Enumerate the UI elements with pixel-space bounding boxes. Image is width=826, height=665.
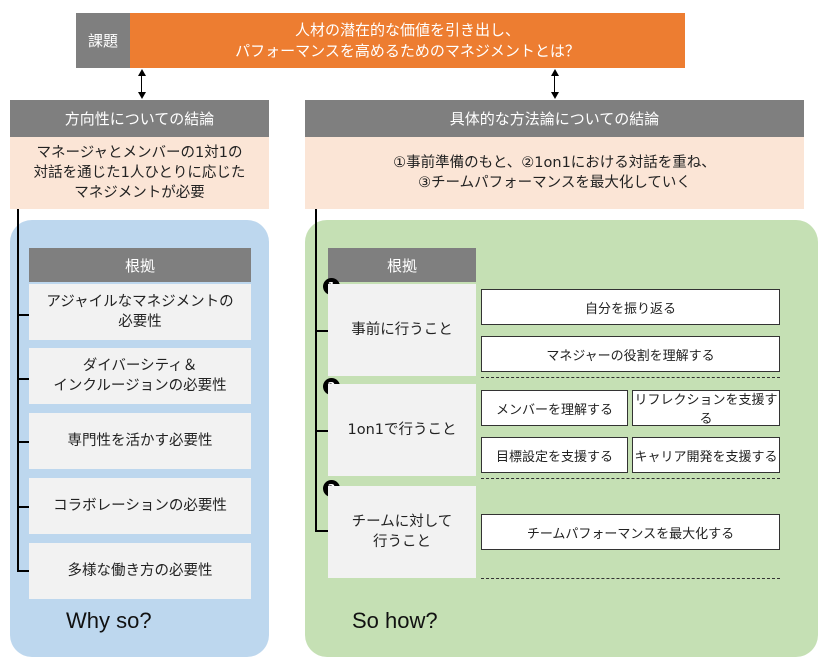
method-conclusion-header: 具体的な方法論についての結論 — [305, 100, 804, 137]
action-support-goal-setting: 目標設定を支援する — [481, 437, 628, 473]
group-1on1-label: 1on1で行うこと — [328, 384, 476, 476]
divider-1 — [481, 377, 780, 378]
action-support-career: キャリア開発を支援する — [632, 437, 780, 473]
action-support-reflection: リフレクションを支援する — [632, 390, 780, 427]
why-evidence-header: 根拠 — [29, 248, 251, 282]
how-evidence-header: 根拠 — [328, 248, 476, 282]
reason-agile: アジャイルなマネジメントの 必要性 — [29, 284, 251, 340]
issue-label: 課題 — [76, 13, 130, 68]
method-conclusion-text: ①事前準備のもと、②1on1における対話を重ね、 ③チームパフォーマンスを最大化… — [305, 137, 804, 209]
so-how-label: So how? — [352, 608, 438, 633]
reason-collaboration: コラボレーションの必要性 — [29, 478, 251, 534]
why-so-label: Why so? — [66, 608, 152, 633]
issue-text: 人材の潜在的な価値を引き出し、 パフォーマンスを高めるためのマネジメントとは？ — [130, 13, 685, 68]
group-before-label: 事前に行うこと — [328, 284, 476, 376]
direction-conclusion-text: マネージャとメンバーの1対1の 対話を通じた1人ひとりに応じた マネジメントが必… — [10, 137, 269, 209]
group-team-label: チームに対して 行うこと — [328, 486, 476, 578]
reason-expertise: 専門性を活かす必要性 — [29, 413, 251, 469]
direction-conclusion-header: 方向性についての結論 — [10, 100, 269, 137]
action-maximize-team: チームパフォーマンスを最大化する — [481, 514, 780, 550]
action-understand-member: メンバーを理解する — [481, 390, 628, 426]
divider-3 — [481, 578, 780, 579]
action-understand-role: マネジャーの役割を理解する — [481, 336, 780, 372]
reason-diversity: ダイバーシティ＆ インクルージョンの必要性 — [29, 348, 251, 404]
action-self-reflection: 自分を振り返る — [481, 289, 780, 325]
reason-work-styles: 多様な働き方の必要性 — [29, 543, 251, 599]
divider-2 — [481, 478, 780, 479]
